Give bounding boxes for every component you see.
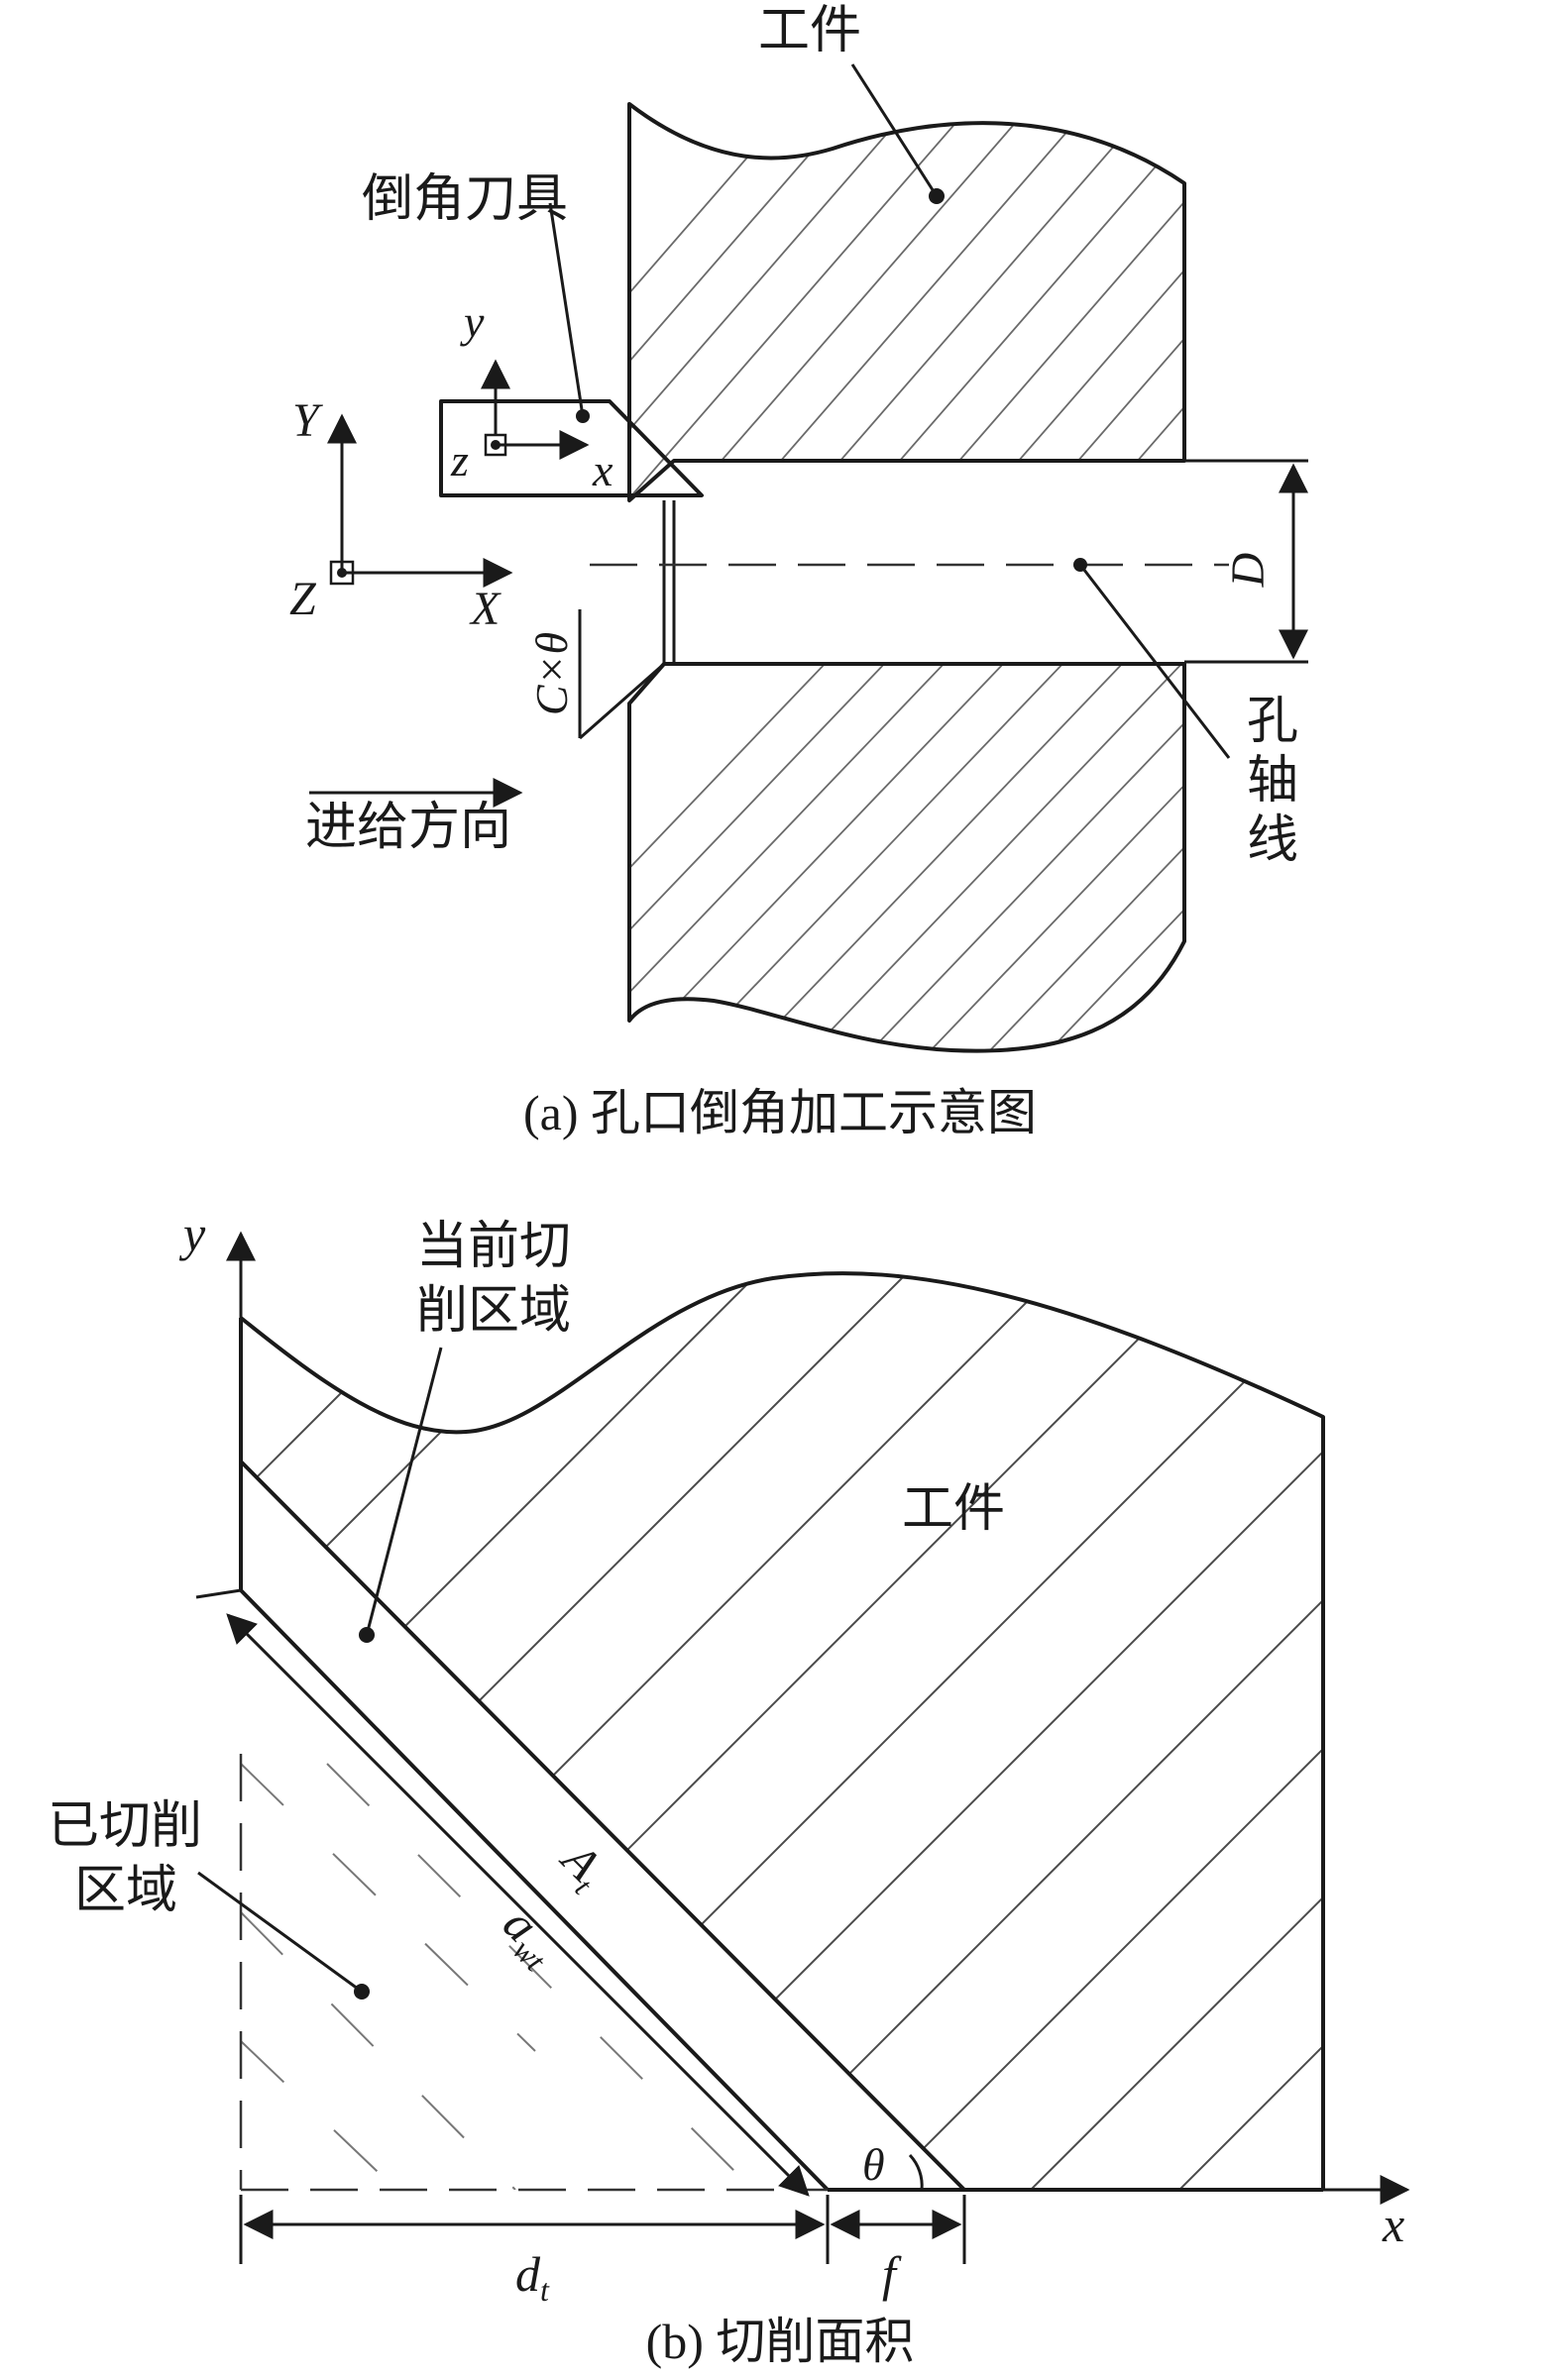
label-global-z: Z [289, 573, 317, 625]
current-cut-leader [365, 1347, 443, 1636]
label-workpiece-a: 工件 [758, 1, 861, 60]
figure-b: y x awt At θ dt f 当前切 削区域 已切削 区域 工件 (b) [48, 1206, 1410, 2369]
label-axis-y: y [178, 1206, 206, 1261]
workpiece-dot [929, 188, 945, 204]
figure-a: D y x z Y X Z C×θ 进给方向 工件 倒角刀具 [289, 1, 1308, 1140]
current-cut-dot [359, 1627, 375, 1643]
caption-b: (b) 切削面积 [646, 2314, 915, 2369]
cut-region-hatch [241, 1683, 828, 2190]
label-hole-axis-2: 轴 [1247, 751, 1298, 811]
label-workpiece-b: 工件 [902, 1479, 1005, 1539]
label-axis-x: x [1382, 2197, 1404, 2252]
workpiece-top-outline [627, 102, 1186, 502]
label-dt: dt [515, 2246, 550, 2308]
workpiece-bottom-outline [627, 662, 1186, 1053]
workpiece-bottom-hatch [629, 664, 1184, 1051]
awt-ext-top [195, 1588, 242, 1599]
label-global-y: Y [292, 394, 323, 447]
label-theta: θ [862, 2139, 885, 2190]
awt-dim-arrow [226, 1613, 810, 2197]
tool-leader [548, 202, 585, 417]
label-tool-z: z [450, 435, 469, 486]
cut-region-leader [197, 1871, 363, 1994]
caption-a: (a) 孔口倒角加工示意图 [523, 1085, 1037, 1140]
label-feed-direction: 进给方向 [305, 798, 511, 857]
theta-arc [908, 2153, 924, 2191]
label-current-cut-1: 当前切 [416, 1217, 571, 1276]
label-tool-x: x [592, 445, 613, 495]
cut-region-dot [354, 1984, 370, 2000]
label-tool-y: y [460, 296, 485, 347]
label-cut-region-2: 区域 [74, 1861, 177, 1920]
label-chamfer-spec: C×θ [526, 632, 577, 715]
label-awt: awt [489, 1895, 572, 1979]
tool-z-dot [491, 440, 501, 450]
label-chamfer-tool: 倒角刀具 [362, 169, 568, 229]
workpiece-b-outline [239, 1271, 1325, 2190]
label-At: At [546, 1831, 616, 1901]
global-z-dot [337, 568, 347, 578]
label-hole-axis-1: 孔 [1247, 692, 1298, 751]
workpiece-b-hatch [241, 1273, 1323, 2190]
hole-axis-leader [1078, 564, 1231, 759]
label-hole-axis-3: 线 [1247, 811, 1298, 870]
label-global-x: X [469, 583, 502, 635]
global-z-marker [329, 560, 355, 586]
workpiece-leader [850, 63, 939, 197]
current-cut-band [239, 1460, 966, 2192]
tool-z-marker [484, 433, 507, 457]
label-current-cut-2: 削区域 [416, 1281, 571, 1341]
label-cut-region-1: 已切削 [48, 1796, 202, 1856]
label-d: D [1222, 553, 1275, 589]
chamfer-leader [579, 662, 665, 740]
label-f: f [882, 2246, 902, 2302]
chamfer-tool [439, 399, 704, 497]
